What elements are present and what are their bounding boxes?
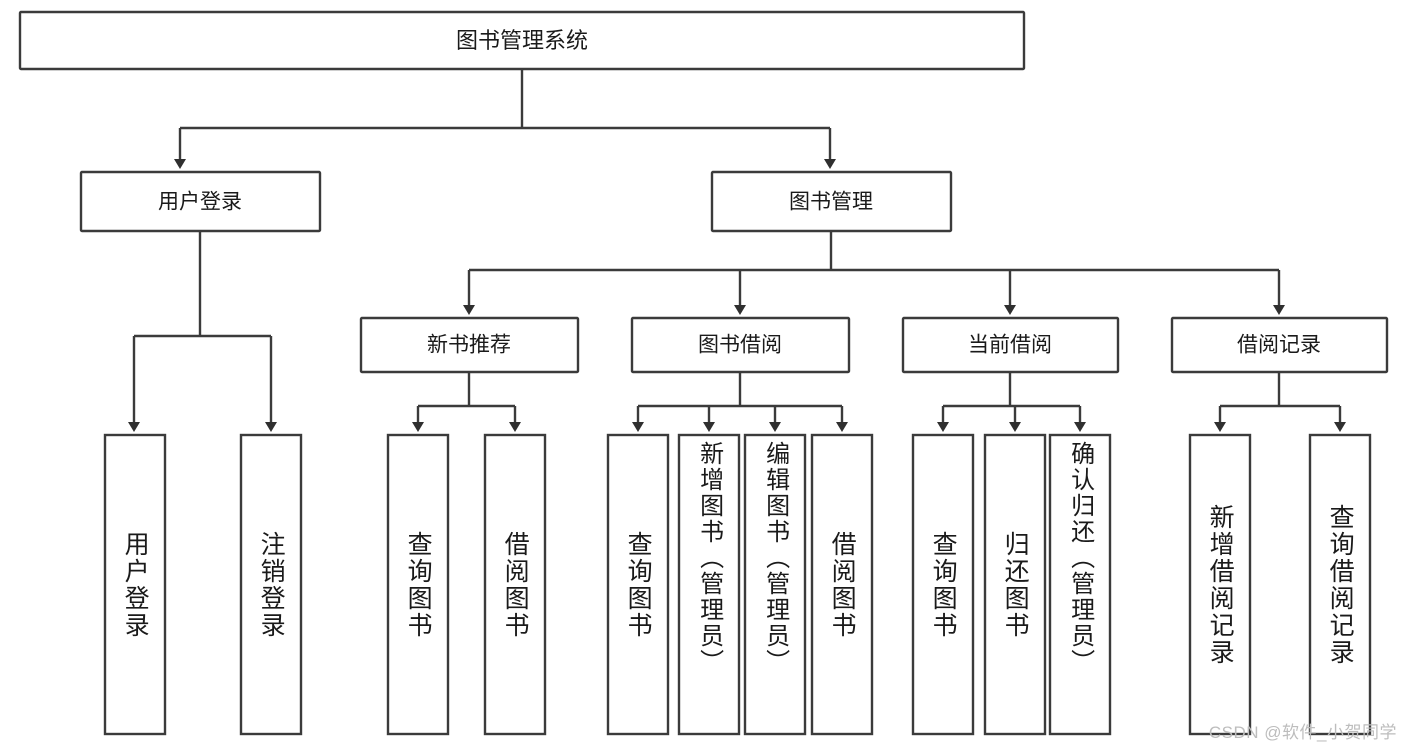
node-label-new-book-recommend: 新书推荐 bbox=[427, 334, 511, 357]
leaf-boxes bbox=[103, 433, 1372, 736]
leaf-box[interactable] bbox=[810, 433, 874, 736]
connector-book-borrow-to-leaves bbox=[632, 372, 848, 432]
leaf-box[interactable] bbox=[239, 433, 303, 736]
node-label-borrow-record: 借阅记录 bbox=[1237, 334, 1321, 357]
node-label-current-borrow: 当前借阅 bbox=[968, 334, 1052, 357]
connector-current-borrow-to-leaves bbox=[937, 372, 1086, 432]
connector-new-book-recommend-to-leaves bbox=[412, 372, 521, 432]
leaf-box[interactable] bbox=[483, 433, 547, 736]
watermark-text: CSDN @软件_小贺同学 bbox=[1208, 723, 1397, 742]
leaf-box[interactable] bbox=[1188, 433, 1252, 736]
node-label-user-login: 用户登录 bbox=[158, 191, 242, 214]
node-label-book-borrow: 图书借阅 bbox=[698, 334, 782, 357]
leaf-box[interactable] bbox=[677, 433, 741, 736]
leaf-box[interactable] bbox=[911, 433, 975, 736]
leaf-box[interactable] bbox=[1308, 433, 1372, 736]
node-label-book-management: 图书管理 bbox=[789, 191, 873, 214]
connector-root-to-level1 bbox=[174, 69, 836, 169]
leaf-box[interactable] bbox=[983, 433, 1047, 736]
leaf-box[interactable] bbox=[103, 433, 167, 736]
connector-user-login-to-leaves bbox=[128, 231, 277, 432]
connector-borrow-record-to-leaves bbox=[1214, 372, 1346, 432]
leaf-box[interactable] bbox=[606, 433, 670, 736]
leaf-box[interactable] bbox=[386, 433, 450, 736]
leaf-box[interactable] bbox=[743, 433, 807, 736]
connector-book-management-to-level2 bbox=[463, 231, 1285, 315]
leaf-box[interactable] bbox=[1048, 433, 1112, 736]
node-label-root: 图书管理系统 bbox=[456, 28, 588, 53]
